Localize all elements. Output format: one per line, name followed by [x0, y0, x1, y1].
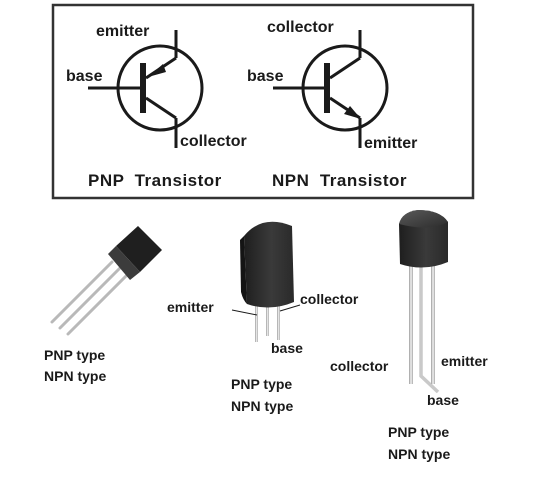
package-2-flat	[240, 236, 247, 304]
pnp-base-label: base	[66, 68, 103, 85]
package-1-leads	[50, 260, 130, 336]
pnp-collector-line	[145, 96, 177, 120]
npn-collector-label: collector	[267, 19, 334, 36]
pnp-symbol: emitter base collector PNP Transistor	[66, 23, 247, 190]
package-2-lead-middle	[266, 300, 269, 336]
package-3-base-label: base	[427, 392, 459, 408]
npn-collector-line	[329, 56, 361, 80]
package-3-lead-middle	[419, 258, 440, 394]
package-1-type-line1: PNP type	[44, 347, 105, 363]
package-1-face	[108, 246, 140, 280]
package-2-collector-pointer	[279, 304, 301, 312]
package-3: collector emitter base PNP type NPN type	[330, 210, 488, 462]
package-3-top	[399, 210, 448, 228]
npn-emitter-arrow	[344, 106, 361, 119]
pnp-collector-label: collector	[180, 133, 247, 150]
package-2-emitter-pointer	[231, 309, 258, 316]
package-1-type-line2: NPN type	[44, 368, 106, 384]
package-3-lead-right	[431, 258, 435, 384]
npn-emitter-label: emitter	[364, 135, 417, 152]
package-2-emitter-label: emitter	[167, 299, 214, 315]
npn-caption: NPN Transistor	[272, 171, 407, 190]
npn-symbol: collector base emitter NPN Transistor	[247, 19, 417, 190]
package-1-body	[116, 226, 162, 272]
npn-base-bar	[324, 63, 330, 113]
package-2-lead-left	[255, 300, 258, 342]
package-2-base-label: base	[271, 340, 303, 356]
package-2: emitter collector base PNP type NPN type	[167, 221, 359, 414]
package-3-type-line1: PNP type	[388, 424, 449, 440]
package-3-lead-left	[409, 258, 413, 384]
pnp-emitter-label: emitter	[96, 23, 149, 40]
package-2-type-line2: NPN type	[231, 398, 293, 414]
package-2-collector-label: collector	[300, 291, 359, 307]
package-1: PNP type NPN type	[44, 226, 162, 384]
pnp-base-bar	[140, 63, 146, 113]
package-3-type-line2: NPN type	[388, 446, 450, 462]
npn-base-label: base	[247, 68, 284, 85]
pnp-caption: PNP Transistor	[88, 171, 222, 190]
package-3-collector-label: collector	[330, 358, 389, 374]
package-2-body	[244, 221, 294, 308]
symbols-frame	[51, 3, 475, 200]
package-3-emitter-label: emitter	[441, 353, 488, 369]
package-2-lead-right	[277, 300, 280, 340]
pnp-emitter-arrow	[148, 64, 166, 77]
package-2-type-line1: PNP type	[231, 376, 292, 392]
